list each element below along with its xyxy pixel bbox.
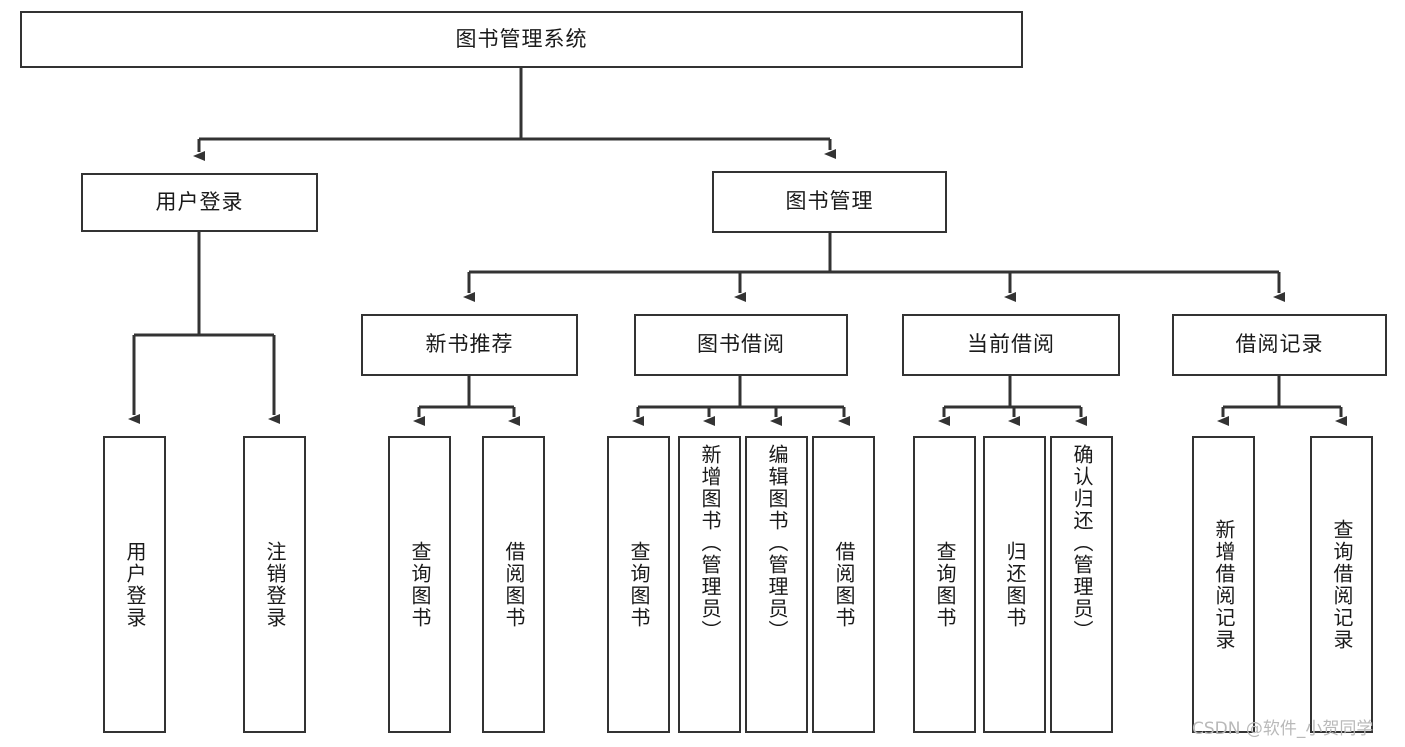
- node-leaf-query-book-1-label: 查询图书: [408, 540, 432, 629]
- node-book-management-label: 图书管理: [785, 189, 874, 214]
- node-current-borrow[interactable]: 当前借阅: [902, 314, 1120, 376]
- node-book-borrow[interactable]: 图书借阅: [634, 314, 848, 376]
- node-leaf-borrow-book-2-label: 借阅图书: [832, 540, 856, 629]
- node-leaf-confirm-return[interactable]: 确认归还（管理员）: [1050, 436, 1113, 733]
- node-leaf-return-book-label: 归还图书: [1003, 540, 1027, 629]
- node-leaf-add-record[interactable]: 新增借阅记录: [1192, 436, 1255, 733]
- node-leaf-query-record[interactable]: 查询借阅记录: [1310, 436, 1373, 733]
- node-leaf-borrow-book-2[interactable]: 借阅图书: [812, 436, 875, 733]
- node-leaf-query-book-2-label: 查询图书: [627, 540, 651, 629]
- node-root-label: 图书管理系统: [455, 26, 588, 51]
- node-leaf-borrow-book-1[interactable]: 借阅图书: [482, 436, 545, 733]
- node-new-book-recommend[interactable]: 新书推荐: [361, 314, 578, 376]
- node-leaf-borrow-book-1-label: 借阅图书: [502, 540, 526, 629]
- node-leaf-add-book[interactable]: 新增图书（管理员）: [678, 436, 741, 733]
- node-user-login[interactable]: 用户登录: [81, 173, 318, 232]
- node-leaf-return-book[interactable]: 归还图书: [983, 436, 1046, 733]
- node-leaf-add-book-label: 新增图书（管理员）: [698, 444, 722, 642]
- node-leaf-query-book-2[interactable]: 查询图书: [607, 436, 670, 733]
- node-borrow-record-label: 借阅记录: [1235, 332, 1324, 357]
- node-new-book-recommend-label: 新书推荐: [425, 332, 514, 357]
- node-leaf-query-record-label: 查询借阅记录: [1330, 518, 1354, 651]
- node-root[interactable]: 图书管理系统: [20, 11, 1023, 68]
- node-leaf-edit-book[interactable]: 编辑图书（管理员）: [745, 436, 808, 733]
- node-leaf-user-login-label: 用户登录: [123, 540, 147, 629]
- node-leaf-query-book-3[interactable]: 查询图书: [913, 436, 976, 733]
- node-leaf-logout-label: 注销登录: [263, 540, 287, 629]
- node-leaf-add-record-label: 新增借阅记录: [1212, 518, 1236, 651]
- node-book-management[interactable]: 图书管理: [712, 171, 947, 233]
- node-borrow-record[interactable]: 借阅记录: [1172, 314, 1387, 376]
- node-leaf-edit-book-label: 编辑图书（管理员）: [765, 444, 789, 642]
- node-leaf-confirm-return-label: 确认归还（管理员）: [1070, 444, 1094, 642]
- node-user-login-label: 用户登录: [155, 189, 244, 214]
- node-book-borrow-label: 图书借阅: [697, 332, 785, 357]
- node-current-borrow-label: 当前借阅: [967, 332, 1055, 357]
- node-leaf-query-book-1[interactable]: 查询图书: [388, 436, 451, 733]
- node-leaf-logout[interactable]: 注销登录: [243, 436, 306, 733]
- node-leaf-user-login[interactable]: 用户登录: [103, 436, 166, 733]
- node-leaf-query-book-3-label: 查询图书: [933, 540, 957, 629]
